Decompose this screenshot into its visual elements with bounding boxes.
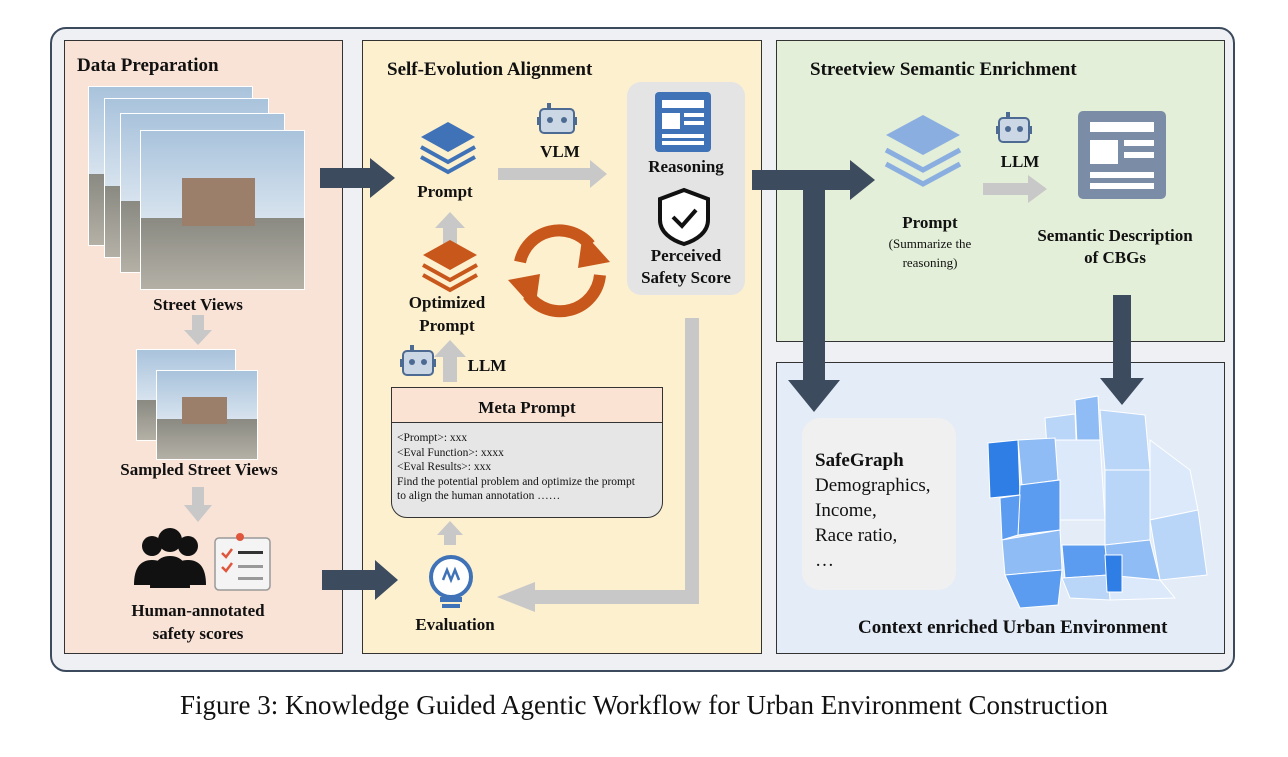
meta-line: <Eval Results>: xxx (397, 461, 492, 473)
safegraph-box (802, 418, 956, 590)
lightbulb-icon (429, 555, 473, 608)
arrow-prompt-to-vlm (498, 160, 607, 188)
perceived-label-2: Safety Score (641, 268, 731, 287)
robot-icon-llm (400, 345, 436, 376)
map-region (1017, 479, 1061, 536)
map-region (1104, 554, 1123, 593)
llm-label: LLM (467, 356, 507, 375)
refresh-cycle-icon (514, 224, 606, 318)
meta-prompt-content: <Prompt>: xxx <Eval Function>: xxxx <Eva… (397, 431, 663, 504)
safegraph-item: Demographics, (815, 475, 931, 496)
newspaper-icon (655, 92, 711, 152)
safegraph-content: SafeGraph Demographics, Income, Race rat… (815, 448, 955, 573)
human-annotated-label-1: Human-annotated (131, 601, 265, 620)
people-icon (134, 528, 206, 588)
prompt-note-1: (Summarize the (888, 236, 972, 251)
perceived-label-1: Perceived (650, 246, 722, 265)
optimized-layers-icon (422, 240, 478, 293)
arrow-streetview-llm (983, 175, 1047, 203)
map-region (1061, 544, 1109, 579)
safegraph-title: SafeGraph (815, 450, 904, 471)
arrow-feedback-loop (497, 318, 699, 612)
arrow-street-to-sampled (184, 315, 212, 345)
urban-map (987, 395, 1208, 609)
vlm-label: VLM (540, 142, 580, 161)
shield-check-icon (658, 187, 710, 247)
figure-caption: Figure 3: Knowledge Guided Agentic Workf… (180, 690, 1108, 720)
meta-prompt-header (391, 387, 663, 423)
map-region (1099, 409, 1151, 471)
robot-icon-vlm (537, 103, 577, 134)
meta-line: Find the potential problem and optimize … (397, 475, 635, 488)
dark-arrows (320, 158, 1144, 600)
optimized-label-1: Optimized (408, 293, 486, 312)
evaluation-label: Evaluation (415, 615, 495, 634)
meta-line: <Eval Function>: xxxx (397, 446, 504, 459)
prompt-note-2: reasoning) (902, 255, 958, 270)
map-region (1104, 469, 1151, 546)
arrow-human-to-evaluation (322, 560, 398, 600)
gray-arrows (184, 160, 1047, 612)
reasoning-label: Reasoning (648, 157, 724, 176)
refresh-arrowhead (508, 274, 540, 310)
streetview-title: Streetview Semantic Enrichment (810, 59, 1077, 80)
arrow-sampled-to-human (184, 487, 212, 522)
map-region (1149, 439, 1199, 521)
street-view-photo (140, 130, 305, 290)
semantic-label-1: Semantic Description (1037, 226, 1193, 245)
arrow-down-to-safegraph (788, 180, 840, 412)
safegraph-item: … (815, 550, 834, 571)
context-title: Context enriched Urban Environment (858, 617, 1168, 638)
arrow-llm-up (434, 340, 466, 382)
checklist-icon (214, 533, 271, 591)
map-region (987, 439, 1021, 499)
arrow-optimized-to-prompt (435, 212, 465, 245)
safegraph-item: Income, (815, 500, 877, 521)
semantic-document-icon (1078, 111, 1166, 199)
arrow-streetviews-to-prompt (320, 158, 395, 198)
data-preparation-title: Data Preparation (77, 55, 219, 76)
streetview-prompt-label: Prompt (902, 213, 958, 232)
streetview-layers-icon (884, 115, 962, 187)
map-region (1017, 437, 1059, 486)
safegraph-item: Race ratio, (815, 525, 898, 546)
map-region (1054, 439, 1106, 521)
meta-line: <Prompt>: xxx (397, 432, 468, 444)
arrow-evaluation-to-meta (437, 521, 463, 545)
map-region (1004, 569, 1063, 609)
meta-prompt-title: Meta Prompt (478, 398, 576, 417)
self-evolution-title: Self-Evolution Alignment (387, 59, 593, 80)
sampled-views-label: Sampled Street Views (120, 460, 278, 479)
refresh-arrowhead (578, 232, 610, 268)
street-views-label: Street Views (153, 295, 243, 314)
map-region (999, 494, 1021, 541)
semantic-label-2: of CBGs (1084, 248, 1146, 267)
map-region (1074, 395, 1101, 445)
map-region (1149, 509, 1208, 581)
optimized-label-2: Prompt (419, 316, 475, 335)
map-region (1061, 574, 1111, 601)
streetview-llm-label: LLM (1000, 152, 1040, 171)
prompt-label: Prompt (417, 182, 473, 201)
sampled-photo (156, 370, 258, 460)
layers-icon (420, 122, 476, 175)
meta-line: to align the human annotation …… (397, 490, 561, 502)
human-annotated-label-2: safety scores (152, 624, 244, 643)
robot-icon-streetview-llm (996, 112, 1032, 143)
arrow-semantic-to-map (1100, 295, 1144, 405)
